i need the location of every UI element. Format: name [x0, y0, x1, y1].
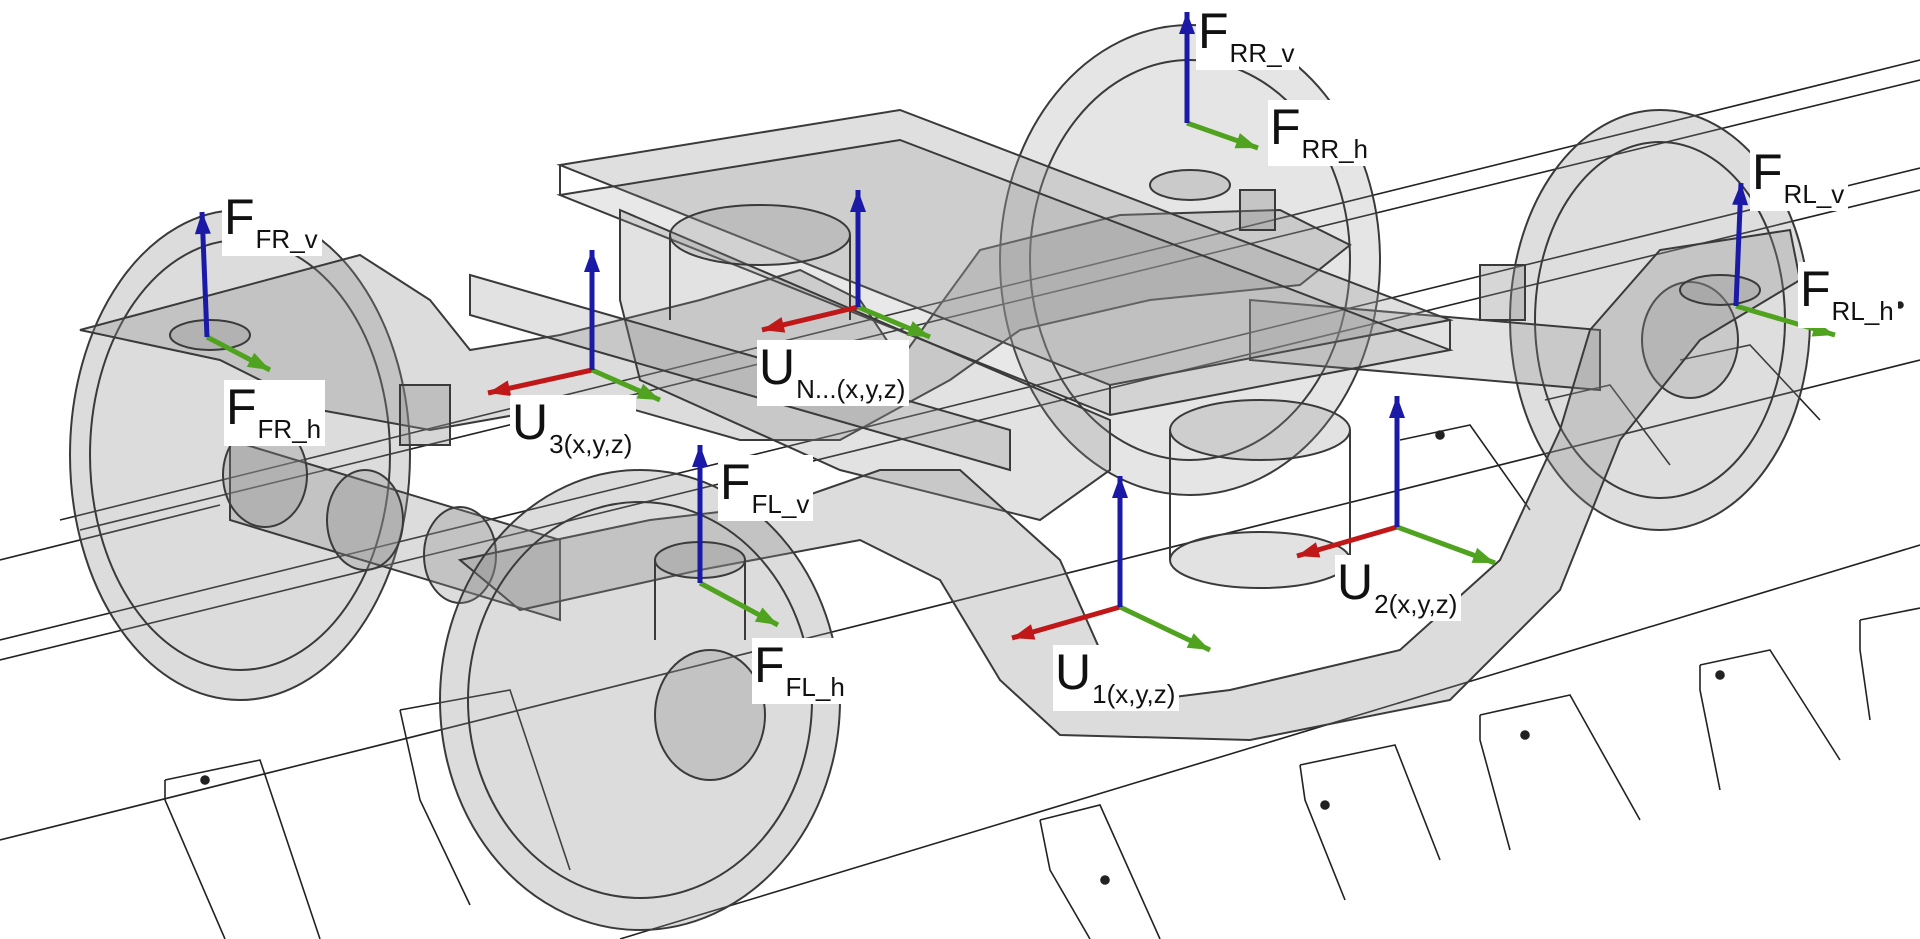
arrowhead-u3-v — [584, 250, 600, 272]
label-f-fr-h: FFR_h — [224, 380, 326, 446]
rail-rear — [59, 59, 1920, 521]
arrowhead-un-h — [906, 321, 930, 337]
arrowhead-un-x — [762, 317, 786, 333]
side-frame-left — [457, 228, 1802, 742]
arrowhead-rr-h — [1234, 133, 1258, 149]
arrowhead-fl-h — [754, 607, 778, 625]
label-f-fl-h: FFL_h — [752, 638, 849, 704]
arrowhead-un-v — [850, 190, 866, 212]
arrowhead-u3-h — [636, 383, 660, 400]
label-u2: U2(x,y,z) — [1335, 555, 1462, 621]
arrowhead-u2-x — [1297, 542, 1321, 558]
force-arrows — [194, 12, 1836, 653]
arrowhead-u2-v — [1389, 396, 1405, 418]
arrowhead-rr-v — [1179, 12, 1195, 34]
arrowhead-u2-h — [1471, 547, 1495, 563]
arrowhead-rl-v — [1732, 183, 1749, 206]
arrowhead-u1-x — [1012, 624, 1036, 640]
arrowhead-fl-v — [692, 445, 708, 467]
bogie — [69, 24, 1811, 931]
label-u1: U1(x,y,z) — [1053, 645, 1180, 711]
rail-front-2 — [0, 189, 1920, 661]
track — [0, 59, 1920, 939]
label-f-fl-v: FFL_v — [718, 455, 814, 521]
sleepers — [164, 344, 1920, 939]
arrowhead-u1-h — [1186, 633, 1210, 650]
label-f-fr-v: FFR_v — [222, 190, 322, 256]
rail-fasteners — [200, 301, 1904, 885]
arrowhead-fr-v — [194, 212, 211, 235]
label-f-rl-v: FRL_v — [1750, 145, 1849, 211]
label-u3: U3(x,y,z) — [510, 395, 637, 461]
label-f-rr-v: FRR_v — [1196, 4, 1299, 70]
label-un: UN...(x,y,z) — [757, 340, 910, 406]
arrowhead-u3-x — [488, 380, 512, 397]
label-f-rr-h: FRR_h — [1268, 100, 1373, 166]
arrowhead-u1-v — [1112, 476, 1128, 498]
rail-front — [0, 167, 1920, 641]
arrowhead-fr-h — [246, 352, 270, 370]
label-f-rl-h: FRL_h — [1798, 262, 1898, 328]
